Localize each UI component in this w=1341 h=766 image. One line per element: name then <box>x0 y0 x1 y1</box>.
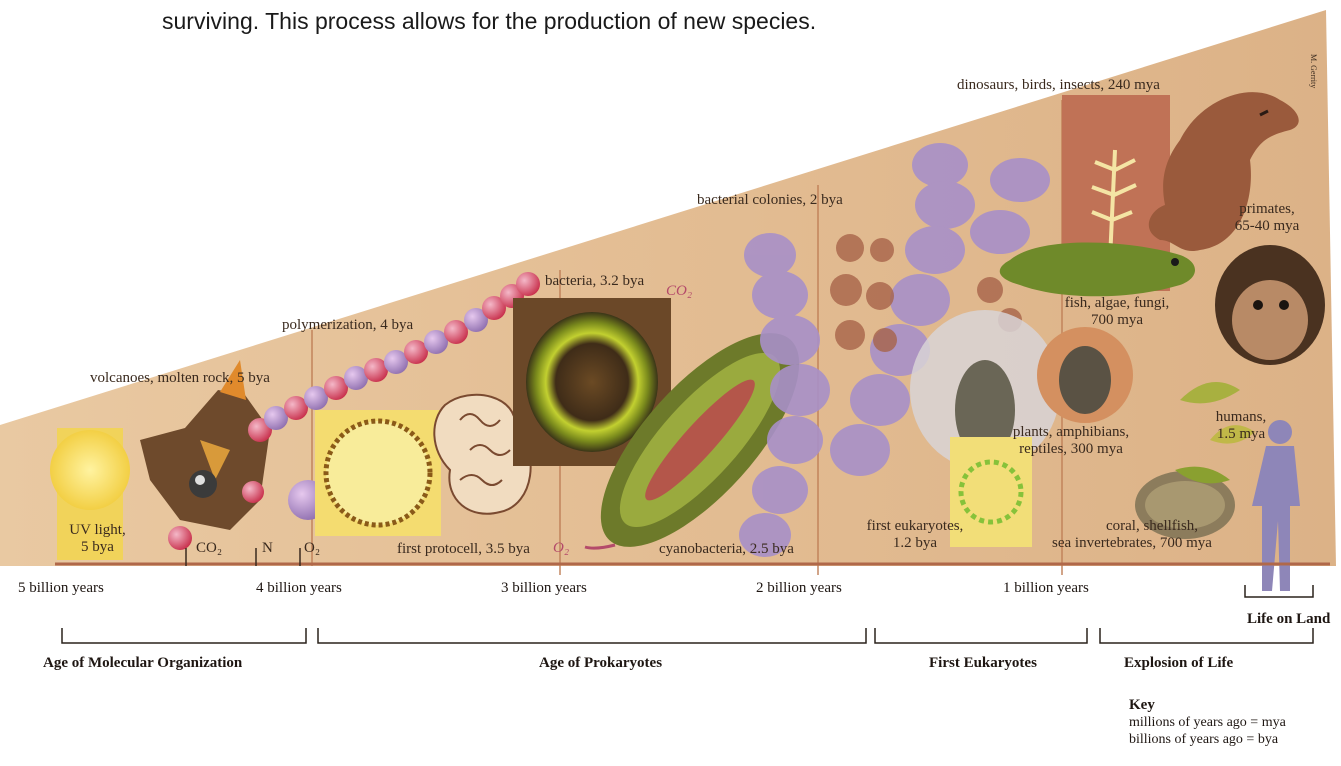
label-fish: fish, algae, fungi, 700 mya <box>1047 295 1187 329</box>
label-cyanobacteria: cyanobacteria, 2.5 bya <box>659 541 794 558</box>
label-uv-light: UV light, 5 bya <box>60 522 135 556</box>
era-first-eukaryotes: First Eukaryotes <box>929 655 1037 672</box>
label-o2: O₂ <box>304 540 320 557</box>
label-eukaryotes: first eukaryotes, 1.2 bya <box>850 518 980 552</box>
tick-3-billion: 3 billion years <box>501 580 587 597</box>
label-co2-handwritten: CO₂ <box>666 283 692 300</box>
label-plants-line2: reptiles, 300 mya <box>996 441 1146 458</box>
label-bacterial-colonies: bacterial colonies, 2 bya <box>697 192 843 209</box>
label-humans-line2: 1.5 mya <box>1176 426 1306 443</box>
label-coral-line1: coral, shellfish, <box>1022 518 1242 535</box>
label-fish-line2: 700 mya <box>1047 312 1187 329</box>
tick-5-billion: 5 billion years <box>18 580 104 597</box>
label-uv-line1: UV light, <box>60 522 135 539</box>
illustrator-credit: M. Gerrity <box>1309 54 1318 88</box>
label-o2-handwritten: O₂ <box>553 540 569 557</box>
label-primates: primates, 65-40 mya <box>1222 201 1312 235</box>
tick-4-billion: 4 billion years <box>256 580 342 597</box>
label-coral: coral, shellfish, sea invertebrates, 700… <box>1022 518 1242 552</box>
label-bacteria: bacteria, 3.2 bya <box>545 273 644 290</box>
key-row-bya: billions of years ago = bya <box>1129 731 1286 748</box>
label-plants-line1: plants, amphibians, <box>996 424 1146 441</box>
era-prokaryotes: Age of Prokaryotes <box>539 655 662 672</box>
label-primates-line2: 65-40 mya <box>1222 218 1312 235</box>
era-molecular-organization: Age of Molecular Organization <box>43 655 242 672</box>
key-row-mya: millions of years ago = mya <box>1129 714 1286 731</box>
label-uv-line2: 5 bya <box>60 539 135 556</box>
tick-2-billion: 2 billion years <box>756 580 842 597</box>
label-fish-line1: fish, algae, fungi, <box>1047 295 1187 312</box>
label-volcanoes: volcanoes, molten rock, 5 bya <box>90 370 270 387</box>
era-brackets <box>62 585 1313 643</box>
label-co2: CO₂ <box>196 540 222 557</box>
key-title: Key <box>1129 697 1286 714</box>
label-humans-line1: humans, <box>1176 409 1306 426</box>
label-humans: humans, 1.5 mya <box>1176 409 1306 443</box>
life-on-land: Life on Land <box>1247 611 1330 628</box>
label-polymerization: polymerization, 4 bya <box>282 317 413 334</box>
label-n: N <box>262 540 273 557</box>
label-eukaryotes-line1: first eukaryotes, <box>850 518 980 535</box>
label-dinosaurs: dinosaurs, birds, insects, 240 mya <box>957 77 1160 94</box>
tick-1-billion: 1 billion years <box>1003 580 1089 597</box>
label-protocell: first protocell, 3.5 bya <box>397 541 530 558</box>
label-primates-line1: primates, <box>1222 201 1312 218</box>
legend-key: Key millions of years ago = mya billions… <box>1129 697 1286 748</box>
label-eukaryotes-line2: 1.2 bya <box>850 535 980 552</box>
label-plants: plants, amphibians, reptiles, 300 mya <box>996 424 1146 458</box>
era-explosion-of-life: Explosion of Life <box>1124 655 1233 672</box>
label-coral-line2: sea invertebrates, 700 mya <box>1022 535 1242 552</box>
